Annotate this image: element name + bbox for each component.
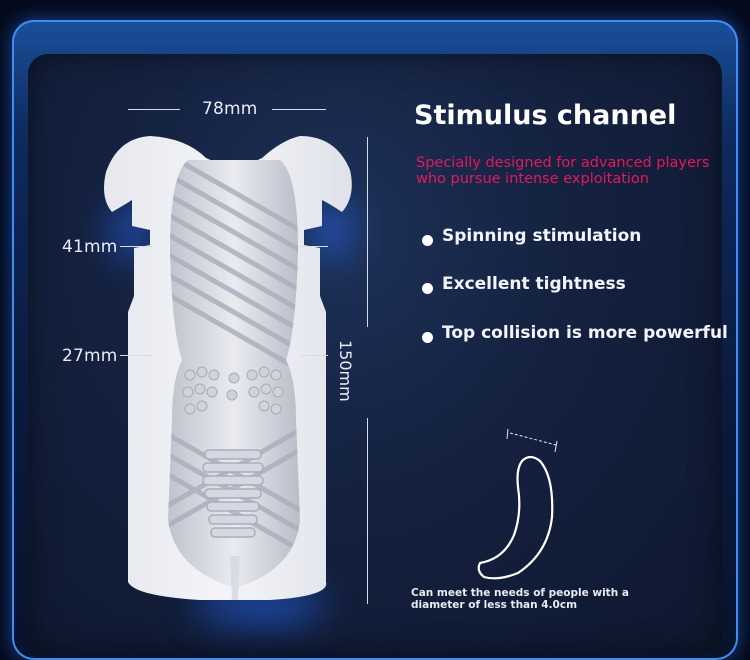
- feature-item: Spinning stimulation: [422, 226, 641, 246]
- upper-diameter-label: 41mm: [62, 237, 118, 257]
- lower-diameter-label: 27mm: [62, 346, 118, 366]
- feature-item: Excellent tightness: [422, 274, 626, 294]
- bullet-icon: [422, 283, 433, 294]
- lower-diameter-line-left: [120, 355, 152, 356]
- feature-text: Excellent tightness: [442, 274, 626, 294]
- length-dimension-line-bottom: [367, 418, 368, 604]
- feature-text: Top collision is more powerful: [442, 323, 728, 343]
- width-dimension-line-right: [272, 109, 326, 110]
- length-dimension-label: 150mm: [336, 340, 355, 402]
- diameter-note: Can meet the needs of people with a diam…: [411, 587, 629, 611]
- width-dimension-label: 78mm: [202, 99, 258, 119]
- upper-diameter-line-right: [300, 246, 328, 247]
- bullet-icon: [422, 332, 433, 343]
- length-dimension-line-top: [367, 137, 368, 327]
- upper-diameter-line-left: [120, 246, 152, 247]
- feature-text: Spinning stimulation: [442, 226, 642, 246]
- product-cross-section-image: [104, 136, 352, 600]
- curve-diagram-icon: [477, 428, 558, 580]
- section-title: Stimulus channel: [414, 100, 677, 131]
- width-dimension-line-left: [128, 109, 180, 110]
- lower-diameter-line-right: [300, 355, 328, 356]
- feature-item: Top collision is more powerful: [422, 323, 728, 343]
- section-subtitle: Specially designed for advanced players …: [416, 155, 710, 187]
- bullet-icon: [422, 235, 433, 246]
